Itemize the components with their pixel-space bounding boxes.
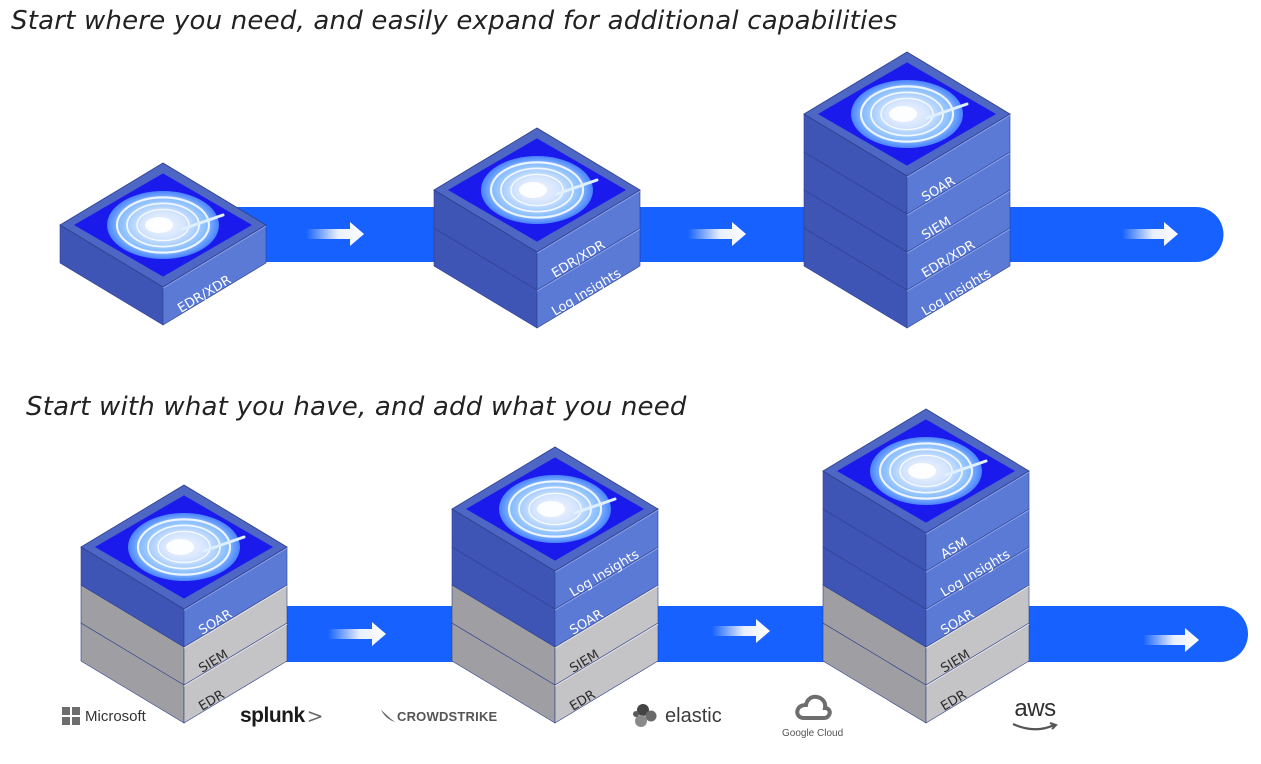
right-arrow-icon (1122, 222, 1178, 246)
elastic-logo-text: elastic (665, 704, 722, 727)
heading-bottom: Start with what you have, and add what y… (26, 392, 687, 422)
ring-swirl-icon (481, 156, 599, 224)
platform-cap (433, 127, 641, 253)
platform-cap (803, 51, 1011, 177)
splunk-logo: splunk > (240, 704, 323, 728)
google-cloud-logo-text: Google Cloud (782, 728, 844, 739)
microsoft-icon (62, 707, 80, 725)
right-arrow-icon (712, 619, 770, 643)
microsoft-logo: Microsoft (62, 707, 146, 725)
right-arrow-icon (688, 222, 746, 246)
right-arrow-icon (306, 222, 364, 246)
google-cloud-icon (794, 694, 832, 720)
layer-edr: EDR (451, 622, 659, 724)
aws-smile-icon (1012, 722, 1058, 731)
splunk-chevron-icon: > (306, 704, 324, 728)
platform-cap (822, 408, 1030, 534)
elastic-logo: elastic (632, 702, 722, 730)
splunk-logo-text: splunk (240, 704, 305, 727)
aws-logo-text: aws (1014, 695, 1056, 722)
microsoft-logo-text: Microsoft (85, 707, 146, 725)
google-cloud-logo: Google Cloud (782, 692, 843, 739)
right-arrow-icon (328, 622, 386, 646)
crowdstrike-logo-text: CROWDSTRIKE (397, 708, 498, 724)
platform-cap (80, 484, 288, 610)
layer-edr: EDR (80, 622, 288, 724)
layer-soar: SOAR (451, 546, 659, 648)
aws-logo: aws (1010, 697, 1060, 732)
ring-swirl-icon (499, 475, 617, 543)
ring-swirl-icon (851, 80, 969, 148)
ring-swirl-icon (107, 191, 225, 259)
capability-stack: EDR/XDR (59, 162, 267, 326)
heading-top: Start where you need, and easily expand … (11, 6, 898, 36)
elastic-icon (633, 704, 657, 727)
ring-swirl-icon (128, 513, 246, 581)
platform-cap (451, 446, 659, 572)
layer-asm: ASM (822, 470, 1030, 572)
falcon-icon (381, 710, 395, 722)
right-arrow-icon (1143, 628, 1199, 652)
layer-siem: SIEM (803, 151, 1011, 253)
platform-cap (59, 162, 267, 288)
crowdstrike-logo: CROWDSTRIKE (380, 708, 497, 724)
ring-swirl-icon (870, 437, 988, 505)
